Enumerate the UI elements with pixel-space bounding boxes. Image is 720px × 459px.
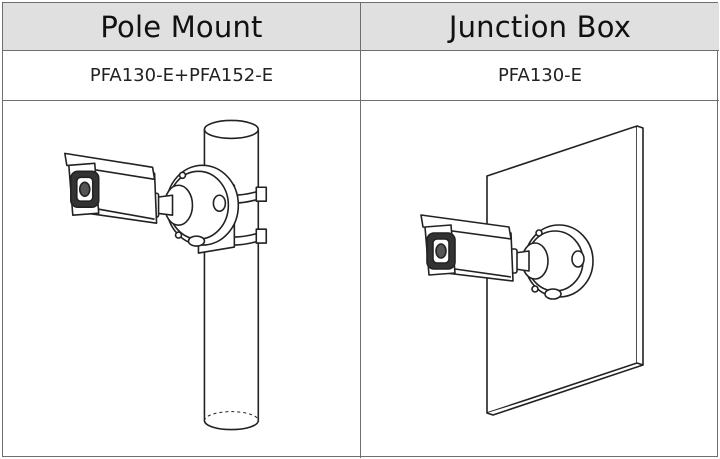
- header-junction-box: Junction Box: [361, 3, 719, 51]
- model-cell-pole-mount: PFA130-E+PFA152-E: [3, 51, 361, 101]
- junction-box-drawing: [420, 125, 644, 416]
- heading-pole-mount: Pole Mount: [100, 9, 263, 44]
- model-junction-box: PFA130-E: [497, 65, 583, 86]
- pole-mount-drawing: [64, 119, 268, 431]
- junction-box-illustration: [361, 101, 719, 458]
- bullet-camera-wall: [420, 214, 514, 282]
- heading-junction-box: Junction Box: [448, 9, 632, 44]
- bullet-camera: [64, 152, 158, 224]
- pole-mount-illustration: [3, 101, 361, 458]
- model-cell-junction-box: PFA130-E: [361, 51, 719, 101]
- camera-mount-wall: [506, 242, 549, 280]
- model-pole-mount: PFA130-E+PFA152-E: [89, 65, 274, 86]
- header-pole-mount: Pole Mount: [3, 3, 361, 51]
